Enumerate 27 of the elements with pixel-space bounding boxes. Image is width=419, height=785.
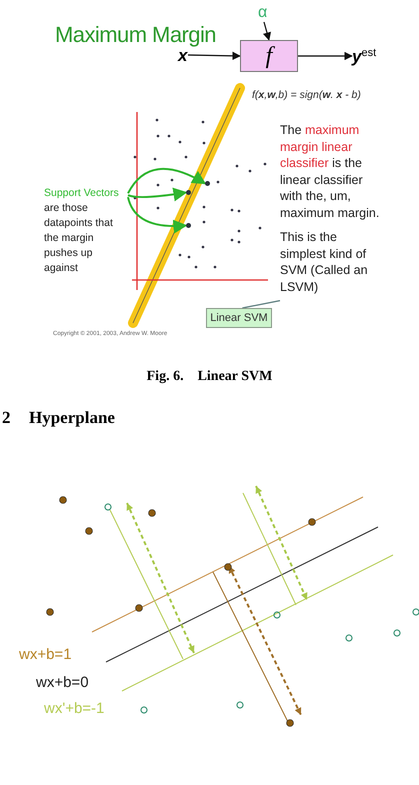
equation-label: wx'+b=-1 (44, 699, 104, 719)
parameter-symbol: α (258, 4, 270, 22)
arrow (262, 22, 272, 41)
formula: f(x,w,b) = sign(w. x - b) (252, 88, 361, 103)
description-text: The maximum margin linear classifier is the linear classifier with the, um, maximum margin. (280, 122, 380, 221)
section-heading: Hyperplane (29, 407, 115, 429)
annotation-heading: Support Vectors (44, 186, 120, 201)
section-number: 2 (2, 407, 10, 429)
callout-tag: Linear SVM (206, 308, 272, 328)
variable-symbol: x (178, 46, 188, 64)
support-vector-point (186, 190, 191, 195)
function-box: f (240, 40, 298, 72)
support-vector-point (205, 181, 210, 186)
description-text: This is the simplest kind of SVM (Called an LSVM) (280, 229, 369, 295)
arrow (127, 168, 206, 194)
arrow (188, 52, 241, 60)
arrow (128, 188, 188, 202)
support-vector-point (186, 223, 191, 228)
arrow (127, 196, 188, 234)
annotation-text: are those datapoints that the margin pushes up against (44, 201, 114, 276)
arrow (298, 52, 353, 60)
figure-caption: Fig. 6. Linear SVM (146, 368, 274, 386)
variable-symbol: y$^{est}$ (352, 45, 382, 67)
equation-label: wx+b=1 (19, 645, 72, 665)
equation-label: wx+b=0 (36, 673, 89, 693)
leader-line (242, 300, 280, 309)
figure-title: Maximum Margin (55, 21, 216, 49)
